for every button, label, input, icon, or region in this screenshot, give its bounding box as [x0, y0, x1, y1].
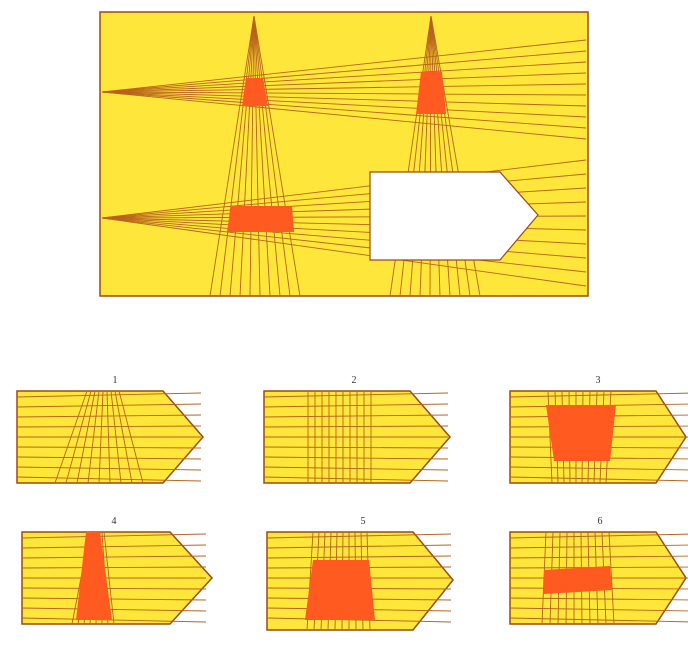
option-number: 5 [353, 516, 373, 527]
option-number: 1 [105, 375, 125, 386]
option-number: 6 [590, 516, 610, 527]
option-overlap [544, 566, 612, 594]
option-overlap [305, 560, 375, 620]
option-5[interactable]: 5 [265, 516, 465, 626]
option-shape [262, 389, 462, 485]
option-shape [20, 530, 220, 626]
puzzle-main-figure [98, 10, 590, 300]
option-6[interactable]: 6 [508, 516, 688, 626]
option-2[interactable]: 2 [262, 375, 462, 485]
option-number: 3 [588, 375, 608, 386]
option-shape [15, 389, 215, 485]
option-3[interactable]: 3 [508, 375, 688, 485]
option-overlap [546, 405, 616, 461]
main-overlap-bottom-left [227, 206, 294, 232]
option-1[interactable]: 1 [15, 375, 215, 485]
main-paper [100, 12, 588, 296]
option-number: 2 [344, 375, 364, 386]
option-4[interactable]: 4 [20, 516, 220, 626]
option-shape [508, 530, 688, 626]
main-overlap-top-right [416, 72, 446, 114]
option-shape [508, 389, 688, 485]
option-shape [265, 530, 465, 640]
option-number: 4 [104, 516, 124, 527]
